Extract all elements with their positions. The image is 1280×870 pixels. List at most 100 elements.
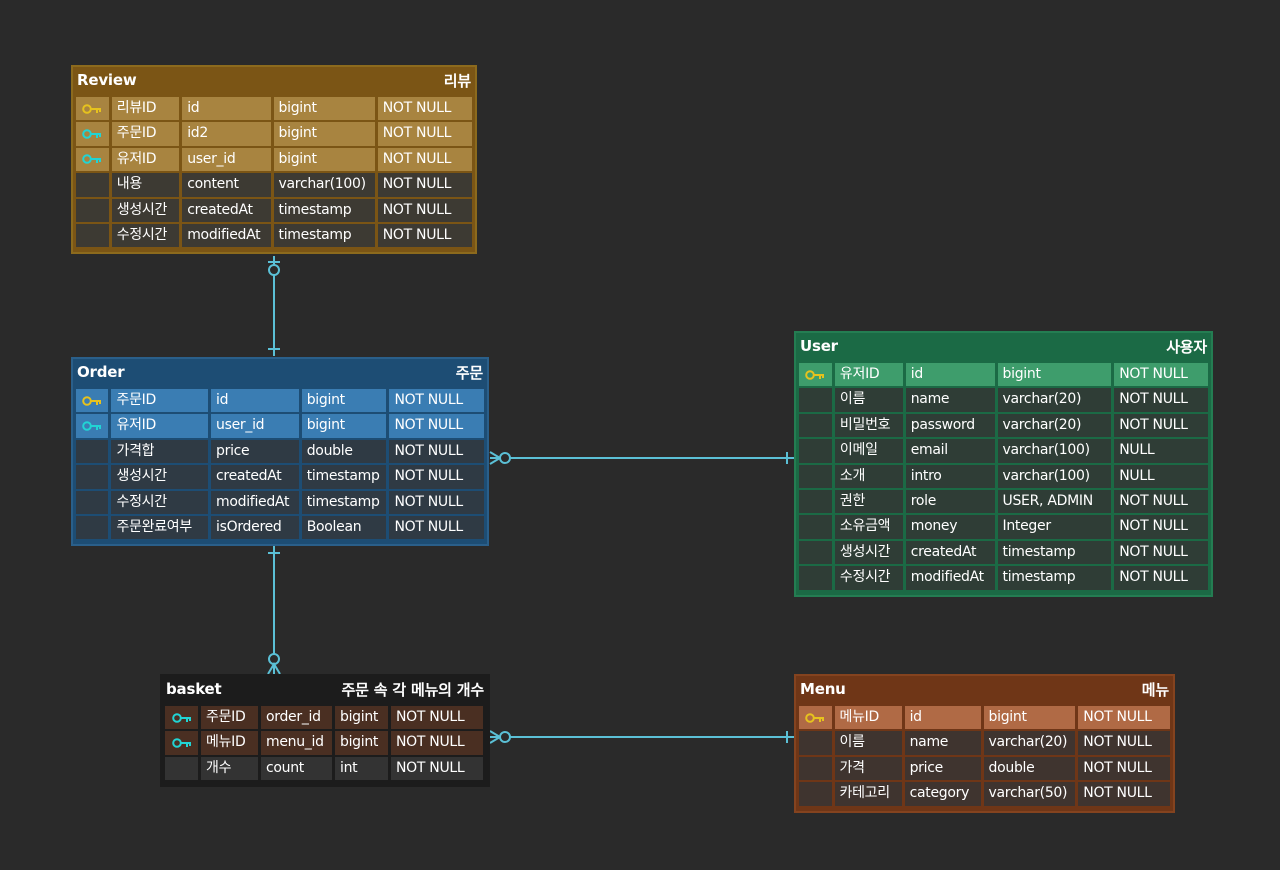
- column-nullable: NOT NULL: [389, 439, 485, 464]
- column-nullable: NOT NULL: [1078, 782, 1170, 806]
- column-nullable: NOT NULL: [1078, 706, 1170, 730]
- entity-header[interactable]: Menu 메뉴: [796, 676, 1173, 702]
- column-logical-name: 수정시간: [834, 566, 903, 590]
- entity-header[interactable]: User 사용자: [796, 333, 1211, 359]
- entity-name: Review: [77, 71, 137, 89]
- column-nullable: NOT NULL: [1114, 413, 1208, 438]
- column-physical-name: user_id: [211, 414, 299, 438]
- column-type: timestamp: [301, 490, 387, 514]
- column-logical-name: 생성시간: [111, 198, 180, 222]
- entity-header[interactable]: Order 주문: [73, 359, 487, 385]
- column-logical-name: 유저ID: [834, 363, 903, 387]
- column-nullable: NOT NULL: [377, 122, 472, 146]
- foreign-key-icon: [76, 147, 109, 172]
- key-cell: [76, 198, 109, 222]
- column-type: Boolean: [301, 515, 387, 540]
- column-nullable: NULL: [1114, 439, 1208, 463]
- key-cell: [76, 223, 109, 248]
- column-logical-name: 비밀번호: [834, 413, 903, 438]
- column-logical-name: 소개: [834, 464, 903, 488]
- column-physical-name: modifiedAt: [905, 566, 995, 590]
- key-cell: [799, 731, 832, 755]
- entity-label: 주문 속 각 메뉴의 개수: [341, 680, 485, 699]
- zero-marker: [499, 452, 511, 464]
- column-physical-name: count: [261, 756, 332, 781]
- zero-marker: [499, 731, 511, 743]
- column-type: varchar(100): [997, 464, 1112, 488]
- column-type: timestamp: [997, 566, 1112, 590]
- column-nullable: NOT NULL: [377, 173, 472, 197]
- column-logical-name: 유저ID: [111, 147, 180, 172]
- column-type: double: [983, 756, 1076, 781]
- entity-name: Order: [77, 363, 125, 381]
- column-nullable: NOT NULL: [377, 147, 472, 172]
- entity-name: basket: [166, 680, 222, 698]
- column-logical-name: 개수: [201, 756, 258, 781]
- column-type: double: [301, 439, 387, 464]
- entity-header[interactable]: Review 리뷰: [73, 67, 475, 93]
- column-logical-name: 수정시간: [111, 490, 209, 514]
- key-cell: [799, 515, 832, 539]
- column-nullable: NOT NULL: [1078, 731, 1170, 755]
- many-marker: [267, 662, 281, 675]
- column-physical-name: user_id: [182, 147, 271, 172]
- entity-header[interactable]: basket 주문 속 각 메뉴의 개수: [162, 676, 488, 702]
- column-logical-name: 메뉴ID: [834, 706, 902, 730]
- key-cell: [76, 490, 109, 514]
- column-nullable: NOT NULL: [377, 198, 472, 222]
- column-nullable: NOT NULL: [389, 389, 485, 413]
- key-cell: [799, 756, 832, 781]
- column-physical-name: email: [905, 439, 995, 463]
- column-physical-name: role: [905, 489, 995, 514]
- column-physical-name: createdAt: [182, 198, 271, 222]
- column-logical-name: 소유금액: [834, 515, 903, 539]
- key-cell: [76, 465, 109, 489]
- column-physical-name: order_id: [261, 706, 332, 730]
- column-nullable: NOT NULL: [391, 731, 483, 755]
- column-type: bigint: [273, 122, 375, 146]
- column-type: timestamp: [997, 540, 1112, 565]
- key-cell: [799, 566, 832, 590]
- column-logical-name: 가격: [834, 756, 902, 781]
- key-cell: [799, 782, 832, 806]
- key-cell: [76, 439, 109, 464]
- column-type: varchar(20): [983, 731, 1076, 755]
- column-nullable: NOT NULL: [1114, 515, 1208, 539]
- column-type: bigint: [273, 147, 375, 172]
- column-physical-name: id: [182, 97, 271, 121]
